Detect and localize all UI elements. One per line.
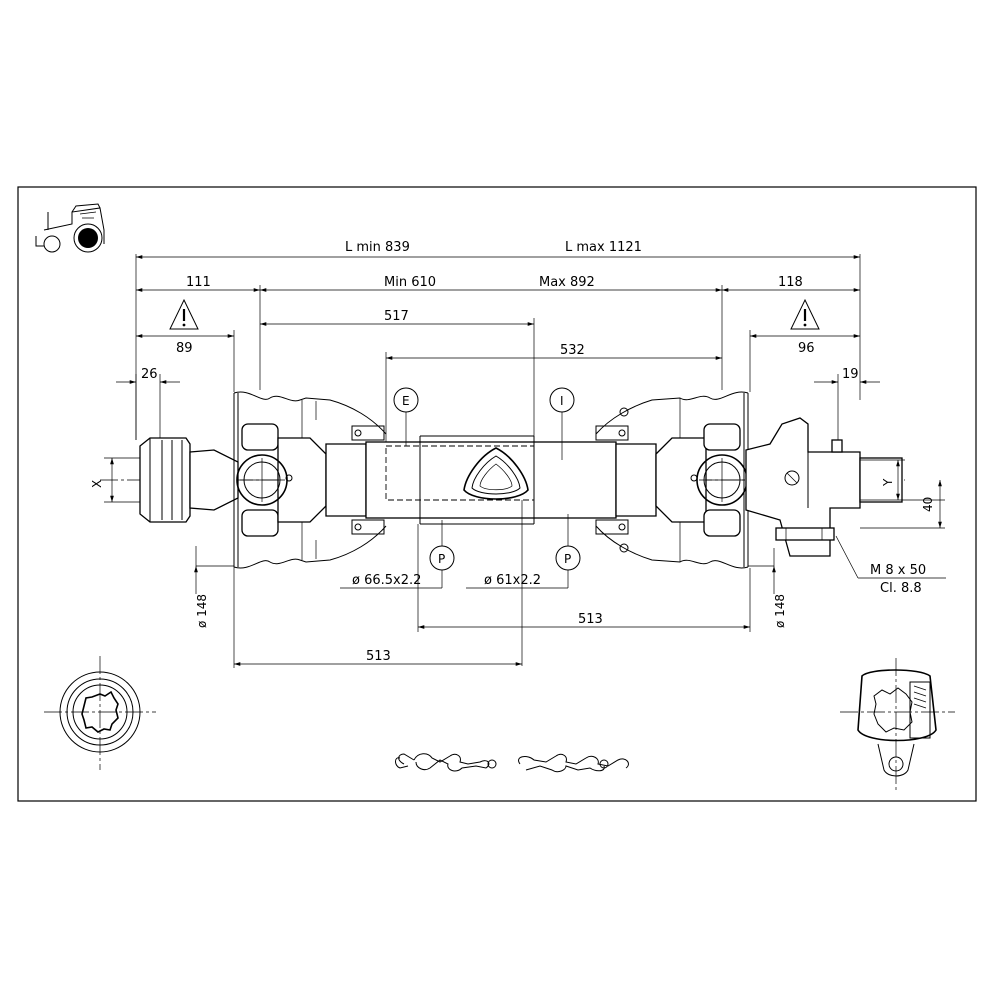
outer-tube bbox=[365, 435, 617, 525]
d532-label: 532 bbox=[560, 343, 585, 358]
d96-label: 96 bbox=[798, 341, 815, 356]
dimension-guard-lengths: 89 96 bbox=[136, 330, 860, 392]
left-universal-joint bbox=[236, 423, 367, 537]
dimension-dia148-left: ø 148 bbox=[194, 546, 234, 628]
right-universal-joint bbox=[615, 423, 748, 537]
drawing-frame bbox=[17, 186, 977, 802]
dimension-dia148-right: ø 148 bbox=[748, 548, 787, 628]
dia148-right-label: ø 148 bbox=[773, 594, 787, 628]
shear-bolt-clutch-end-view bbox=[840, 658, 955, 790]
tube-diameter-labels: ø 66.5x2.2 ø 61x2.2 bbox=[340, 500, 569, 666]
dimension-513-lower: 513 bbox=[233, 567, 522, 668]
dimension-513-upper: 513 bbox=[418, 568, 751, 632]
safety-chain-icon bbox=[518, 753, 629, 773]
l-min-label: L min 839 bbox=[345, 240, 410, 255]
x-label: X bbox=[90, 480, 104, 488]
d89-label: 89 bbox=[176, 341, 193, 356]
tube-outer-diameter: ø 66.5x2.2 bbox=[352, 573, 421, 588]
right-clutch-hub bbox=[745, 417, 903, 557]
svg-text:P: P bbox=[438, 552, 445, 566]
svg-text:P: P bbox=[564, 552, 571, 566]
spline-yoke-end-view bbox=[44, 656, 156, 770]
d19-label: 19 bbox=[842, 367, 859, 382]
callout-i: I bbox=[549, 387, 575, 460]
d118-label: 118 bbox=[778, 275, 803, 290]
max892-label: Max 892 bbox=[539, 275, 595, 290]
right-tube-clamp bbox=[595, 425, 629, 535]
tube-inner-diameter: ø 61x2.2 bbox=[484, 573, 541, 588]
min610-label: Min 610 bbox=[384, 275, 436, 290]
dimension-l-min: L min 839 L max 1121 bbox=[135, 240, 861, 440]
dimension-19: 19 bbox=[814, 367, 880, 440]
left-spline-hub bbox=[139, 437, 239, 523]
warning-triangle-icon bbox=[169, 298, 199, 330]
d40-label: 40 bbox=[921, 497, 935, 512]
dimension-x: X bbox=[90, 457, 140, 503]
l-max-label: L max 1121 bbox=[565, 240, 642, 255]
bolt-spec-label: M 8 x 50 bbox=[870, 563, 926, 578]
safety-chain-icon bbox=[395, 753, 497, 772]
warning-triangle-icon bbox=[790, 298, 820, 330]
dimension-26: 26 bbox=[116, 367, 180, 440]
lemon-profile-section bbox=[463, 447, 529, 500]
bolt-class-label: Cl. 8.8 bbox=[880, 581, 922, 596]
dimension-row-2: 111 Min 610 Max 892 118 bbox=[136, 275, 860, 390]
dia148-left-label: ø 148 bbox=[195, 594, 209, 628]
callout-e: E bbox=[393, 387, 419, 446]
callout-p2: P bbox=[555, 514, 581, 571]
dimension-y: Y 40 bbox=[860, 459, 945, 529]
d513-lower-label: 513 bbox=[366, 649, 391, 664]
y-label: Y bbox=[881, 478, 895, 487]
callout-p1: P bbox=[429, 520, 455, 571]
d111-label: 111 bbox=[186, 275, 211, 290]
d26-label: 26 bbox=[141, 367, 158, 382]
left-tube-clamp bbox=[351, 425, 385, 535]
d517-label: 517 bbox=[384, 309, 409, 324]
tractor-icon bbox=[35, 203, 105, 253]
svg-text:I: I bbox=[560, 394, 564, 408]
d513-upper-label: 513 bbox=[578, 612, 603, 627]
bolt-callout: M 8 x 50 Cl. 8.8 bbox=[835, 535, 946, 596]
svg-text:E: E bbox=[402, 394, 410, 408]
